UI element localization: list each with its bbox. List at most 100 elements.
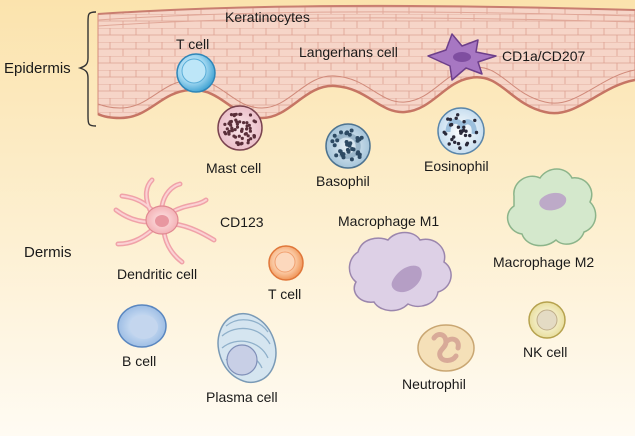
mast-cell-label: Mast cell [206, 160, 262, 176]
granule [357, 137, 362, 142]
granule [339, 130, 343, 135]
granule [456, 141, 461, 146]
granule [454, 116, 458, 121]
granule [223, 130, 227, 134]
granule [235, 125, 240, 129]
macrophage-m1-label: Macrophage M1 [338, 213, 440, 229]
basal-layer-line [97, 66, 635, 109]
granule [458, 146, 462, 150]
granule [223, 122, 227, 126]
granule [243, 132, 247, 136]
neutrophil-label: Neutrophil [402, 376, 466, 392]
granule [355, 151, 360, 156]
granule [238, 120, 242, 124]
granule [345, 142, 350, 147]
granule [248, 126, 252, 130]
granule [464, 143, 469, 147]
macrophage-m2-icon [506, 168, 597, 247]
granule [448, 117, 453, 122]
t-cell-dermis-icon [268, 245, 304, 281]
granule [237, 134, 241, 138]
t-cell-epidermis-label: T cell [176, 36, 210, 52]
granule [346, 149, 351, 154]
granule [234, 112, 238, 116]
plasma-cell-icon [217, 312, 277, 384]
granule [456, 113, 460, 117]
granule [456, 125, 461, 129]
stratum-corneum-line [97, 4, 635, 15]
granule [472, 140, 477, 144]
granule [334, 153, 339, 158]
granule [246, 138, 251, 142]
granule [245, 121, 249, 125]
granule [350, 147, 355, 151]
granule [233, 135, 238, 139]
granule [238, 112, 242, 116]
macrophage-m1-icon [348, 231, 452, 312]
granule [473, 118, 477, 123]
nk-cell-icon [528, 301, 566, 339]
stratum-line [97, 17, 635, 27]
dendritic-cell-icon [113, 177, 217, 265]
granule [468, 133, 472, 138]
cd1a-cd207-label: CD1a/CD207 [502, 48, 586, 64]
granule [452, 135, 456, 139]
neutrophil-icon [417, 324, 475, 372]
granule [347, 132, 352, 137]
b-cell-icon [117, 304, 167, 348]
granule [335, 138, 340, 143]
granule [252, 135, 256, 139]
granule [240, 136, 244, 140]
granule [236, 142, 240, 147]
basophil-label: Basophil [316, 173, 370, 189]
nk-cell-label: NK cell [523, 344, 568, 360]
granule [447, 142, 451, 146]
granule [234, 118, 238, 122]
granule [246, 141, 250, 145]
cd123-label: CD123 [220, 214, 264, 230]
epidermis-bracket [77, 11, 97, 127]
dermis-label: Dermis [24, 244, 72, 261]
macrophage-m2-label: Macrophage M2 [493, 254, 595, 270]
granule [330, 139, 335, 144]
granule [460, 129, 464, 134]
granule [446, 117, 450, 121]
granule [474, 130, 479, 135]
granule [453, 140, 457, 144]
t-cell-epidermis-icon [176, 53, 216, 93]
granule [462, 120, 466, 124]
granule [247, 123, 251, 127]
granule [444, 132, 448, 136]
b-cell-label: B cell [122, 353, 157, 369]
granule [248, 129, 252, 133]
langerhans-cell-icon [427, 33, 497, 81]
keratinocytes-label: Keratinocytes [225, 9, 310, 25]
granule [228, 120, 232, 124]
granule [249, 137, 253, 141]
granule [240, 127, 244, 131]
granule [332, 133, 337, 138]
granule [240, 141, 244, 145]
granule [229, 123, 233, 127]
basophil-icon [325, 123, 371, 169]
granule [341, 155, 346, 160]
granule [229, 113, 234, 117]
granule [348, 141, 353, 146]
granule [227, 129, 231, 133]
granule [349, 128, 354, 133]
eosinophil-label: Eosinophil [424, 158, 489, 174]
granule [242, 121, 246, 125]
mast-cell-icon [217, 105, 263, 151]
granule [463, 133, 468, 138]
stratum-line [97, 11, 635, 21]
eosinophil-icon [437, 107, 485, 155]
dendritic-cell-label: Dendritic cell [117, 266, 198, 282]
langerhans-cell-label: Langerhans cell [299, 44, 398, 60]
granule [332, 143, 337, 148]
granule [252, 119, 256, 123]
basement-membrane [97, 76, 635, 120]
granule [248, 113, 253, 117]
granule [245, 127, 249, 131]
